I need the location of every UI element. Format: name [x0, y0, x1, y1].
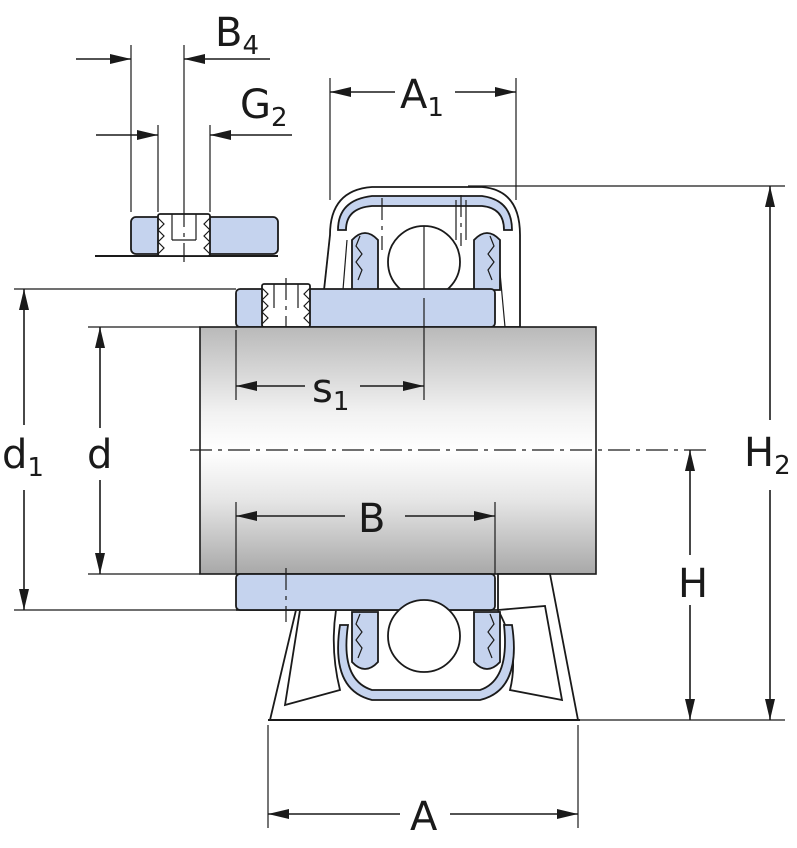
dimension-A: [267, 725, 579, 828]
bearing-lower: [351, 599, 501, 673]
dimension-label-d: d: [87, 432, 112, 478]
inner-ring-upper: [235, 278, 496, 335]
grub-screw-detail: [76, 45, 292, 262]
dimension-label-B: B: [358, 496, 385, 542]
ball-lower: [387, 599, 461, 673]
dimension-d: [88, 326, 200, 575]
dimension-label-A1: A1: [400, 72, 444, 123]
dimension-label-s1: s1: [312, 366, 349, 417]
dimension-label-d1: d1: [2, 432, 44, 483]
dimension-label-G2: G2: [240, 82, 288, 133]
dimension-d1: [14, 288, 236, 611]
dimension-label-H2: H2: [744, 430, 791, 481]
dimension-label-H: H: [678, 561, 708, 607]
bearing-upper: [351, 225, 501, 299]
dimension-s1: [235, 298, 425, 400]
dimension-label-B4: B4: [215, 10, 259, 61]
dimension-A1: [329, 78, 517, 200]
dimension-label-A: A: [410, 794, 438, 840]
dimension-H2: [468, 185, 785, 721]
dimension-H: [685, 450, 695, 720]
dimension-B: [235, 502, 496, 574]
